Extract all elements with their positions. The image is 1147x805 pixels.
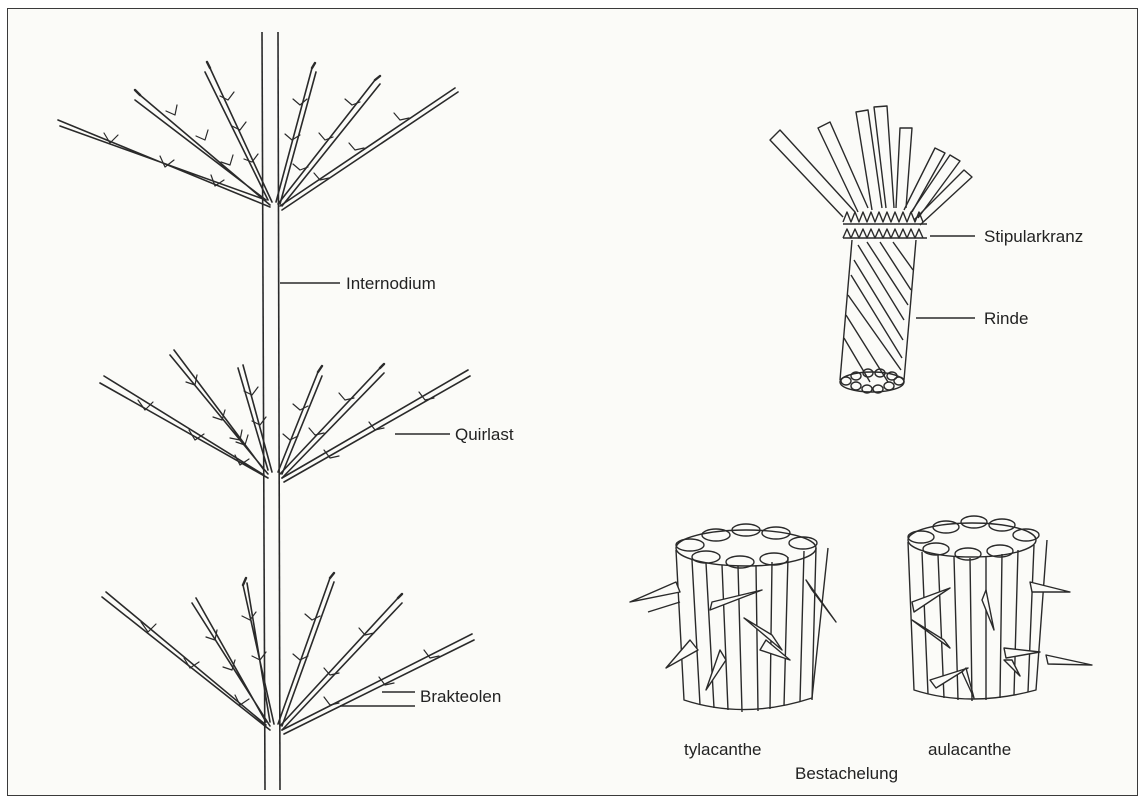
label-quirlast: Quirlast xyxy=(455,425,514,444)
label-internodium: Internodium xyxy=(346,274,436,293)
whorl-top xyxy=(58,62,458,210)
aulacanthe-drawing xyxy=(908,516,1092,701)
label-aulacanthe: aulacanthe xyxy=(928,740,1011,759)
leader-lines-right xyxy=(916,236,975,318)
label-tylacanthe: tylacanthe xyxy=(684,740,762,759)
plant-axis xyxy=(262,32,280,790)
label-rinde: Rinde xyxy=(984,309,1028,328)
whorl-bottom xyxy=(102,573,474,734)
whorl-middle xyxy=(100,350,470,482)
label-stipularkranz: Stipularkranz xyxy=(984,227,1083,246)
label-brakteolen: Brakteolen xyxy=(420,687,501,706)
tylacanthe-drawing xyxy=(630,524,836,712)
label-bestachelung: Bestachelung xyxy=(795,764,898,783)
stipular-crown-drawing xyxy=(770,106,972,393)
